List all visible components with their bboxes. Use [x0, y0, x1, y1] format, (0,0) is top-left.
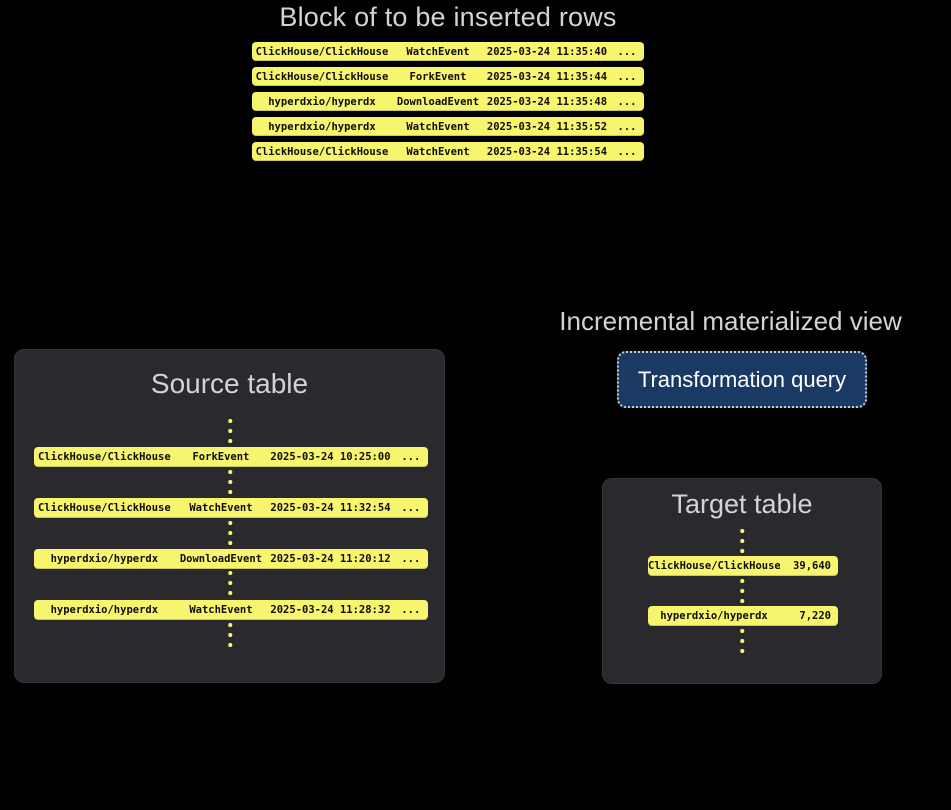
source-table-title: Source table [150, 368, 309, 399]
row-event: ForkEvent [192, 451, 250, 463]
row-timestamp: 2025-03-24 11:28:32 [270, 604, 391, 616]
vertical-ellipsis-icon [228, 623, 232, 647]
row-timestamp: 2025-03-24 11:35:54 [486, 145, 608, 158]
vertical-ellipsis-icon [228, 419, 232, 443]
row-timestamp: 2025-03-24 11:35:48 [486, 95, 608, 108]
source-table-panel: Source table ClickHouse/ClickHouse ForkE… [14, 349, 445, 683]
row-event: WatchEvent [189, 502, 253, 514]
row-event: DownloadEvent [179, 553, 263, 565]
row-count: 39,640 [793, 560, 831, 572]
row-more-ellipsis: ... [401, 451, 421, 463]
row-more-ellipsis: ... [617, 70, 637, 83]
insert-block-rows: ClickHouse/ClickHouse WatchEvent 2025-03… [252, 42, 644, 167]
row-repo: ClickHouse/ClickHouse [255, 70, 389, 83]
row-event: WatchEvent [406, 145, 470, 158]
row-repo: hyperdxio/hyperdx [268, 95, 376, 108]
row-repo: ClickHouse/ClickHouse [255, 145, 389, 158]
source-row: hyperdxio/hyperdx DownloadEvent 2025-03-… [34, 549, 428, 569]
inserted-row: hyperdxio/hyperdx DownloadEvent 2025-03-… [252, 92, 644, 111]
row-repo: hyperdxio/hyperdx [50, 553, 159, 565]
row-repo: ClickHouse/ClickHouse [37, 451, 171, 463]
vertical-ellipsis-icon [228, 521, 232, 545]
source-row: ClickHouse/ClickHouse ForkEvent 2025-03-… [34, 447, 428, 467]
target-row: ClickHouse/ClickHouse 39,640 [648, 556, 838, 576]
transformation-query-node: Transformation query [617, 351, 867, 408]
vertical-ellipsis-icon [228, 571, 232, 595]
row-repo: ClickHouse/ClickHouse [37, 502, 171, 514]
vertical-ellipsis-icon [740, 529, 744, 553]
row-timestamp: 2025-03-24 11:20:12 [270, 553, 391, 565]
row-more-ellipsis: ... [617, 145, 637, 158]
vertical-ellipsis-icon [740, 579, 744, 603]
vertical-ellipsis-icon [228, 470, 232, 494]
row-event: WatchEvent [406, 45, 470, 58]
row-repo: hyperdxio/hyperdx [50, 604, 159, 616]
row-repo: hyperdxio/hyperdx [268, 120, 376, 133]
inserted-row: hyperdxio/hyperdx WatchEvent 2025-03-24 … [252, 117, 644, 136]
row-event: ForkEvent [409, 70, 467, 83]
inserted-row: ClickHouse/ClickHouse WatchEvent 2025-03… [252, 42, 644, 61]
row-more-ellipsis: ... [401, 604, 421, 616]
inserted-row: ClickHouse/ClickHouse ForkEvent 2025-03-… [252, 67, 644, 86]
row-more-ellipsis: ... [401, 502, 421, 514]
row-more-ellipsis: ... [617, 95, 637, 108]
row-more-ellipsis: ... [617, 120, 637, 133]
row-event: WatchEvent [406, 120, 470, 133]
row-repo: ClickHouse/ClickHouse [255, 45, 389, 58]
row-repo: ClickHouse/ClickHouse [648, 560, 781, 572]
row-timestamp: 2025-03-24 11:35:40 [486, 45, 608, 58]
row-count: 7,220 [799, 610, 831, 622]
row-more-ellipsis: ... [401, 553, 421, 565]
source-row: hyperdxio/hyperdx WatchEvent 2025-03-24 … [34, 600, 428, 620]
insert-block-title: Block of to be inserted rows [279, 2, 617, 32]
source-row: ClickHouse/ClickHouse WatchEvent 2025-03… [34, 498, 428, 518]
row-event: WatchEvent [189, 604, 253, 616]
row-more-ellipsis: ... [617, 45, 637, 58]
row-timestamp: 2025-03-24 11:32:54 [270, 502, 391, 514]
inserted-row: ClickHouse/ClickHouse WatchEvent 2025-03… [252, 142, 644, 161]
target-row: hyperdxio/hyperdx 7,220 [648, 606, 838, 626]
row-event: DownloadEvent [396, 95, 480, 108]
row-timestamp: 2025-03-24 11:35:52 [486, 120, 608, 133]
materialized-view-title: Incremental materialized view [559, 306, 902, 336]
vertical-ellipsis-icon [740, 629, 744, 653]
row-timestamp: 2025-03-24 11:35:44 [486, 70, 608, 83]
row-repo: hyperdxio/hyperdx [660, 610, 768, 622]
target-table-panel: Target table ClickHouse/ClickHouse 39,64… [602, 478, 882, 684]
row-timestamp: 2025-03-24 10:25:00 [270, 451, 391, 463]
target-table-title: Target table [671, 489, 813, 519]
